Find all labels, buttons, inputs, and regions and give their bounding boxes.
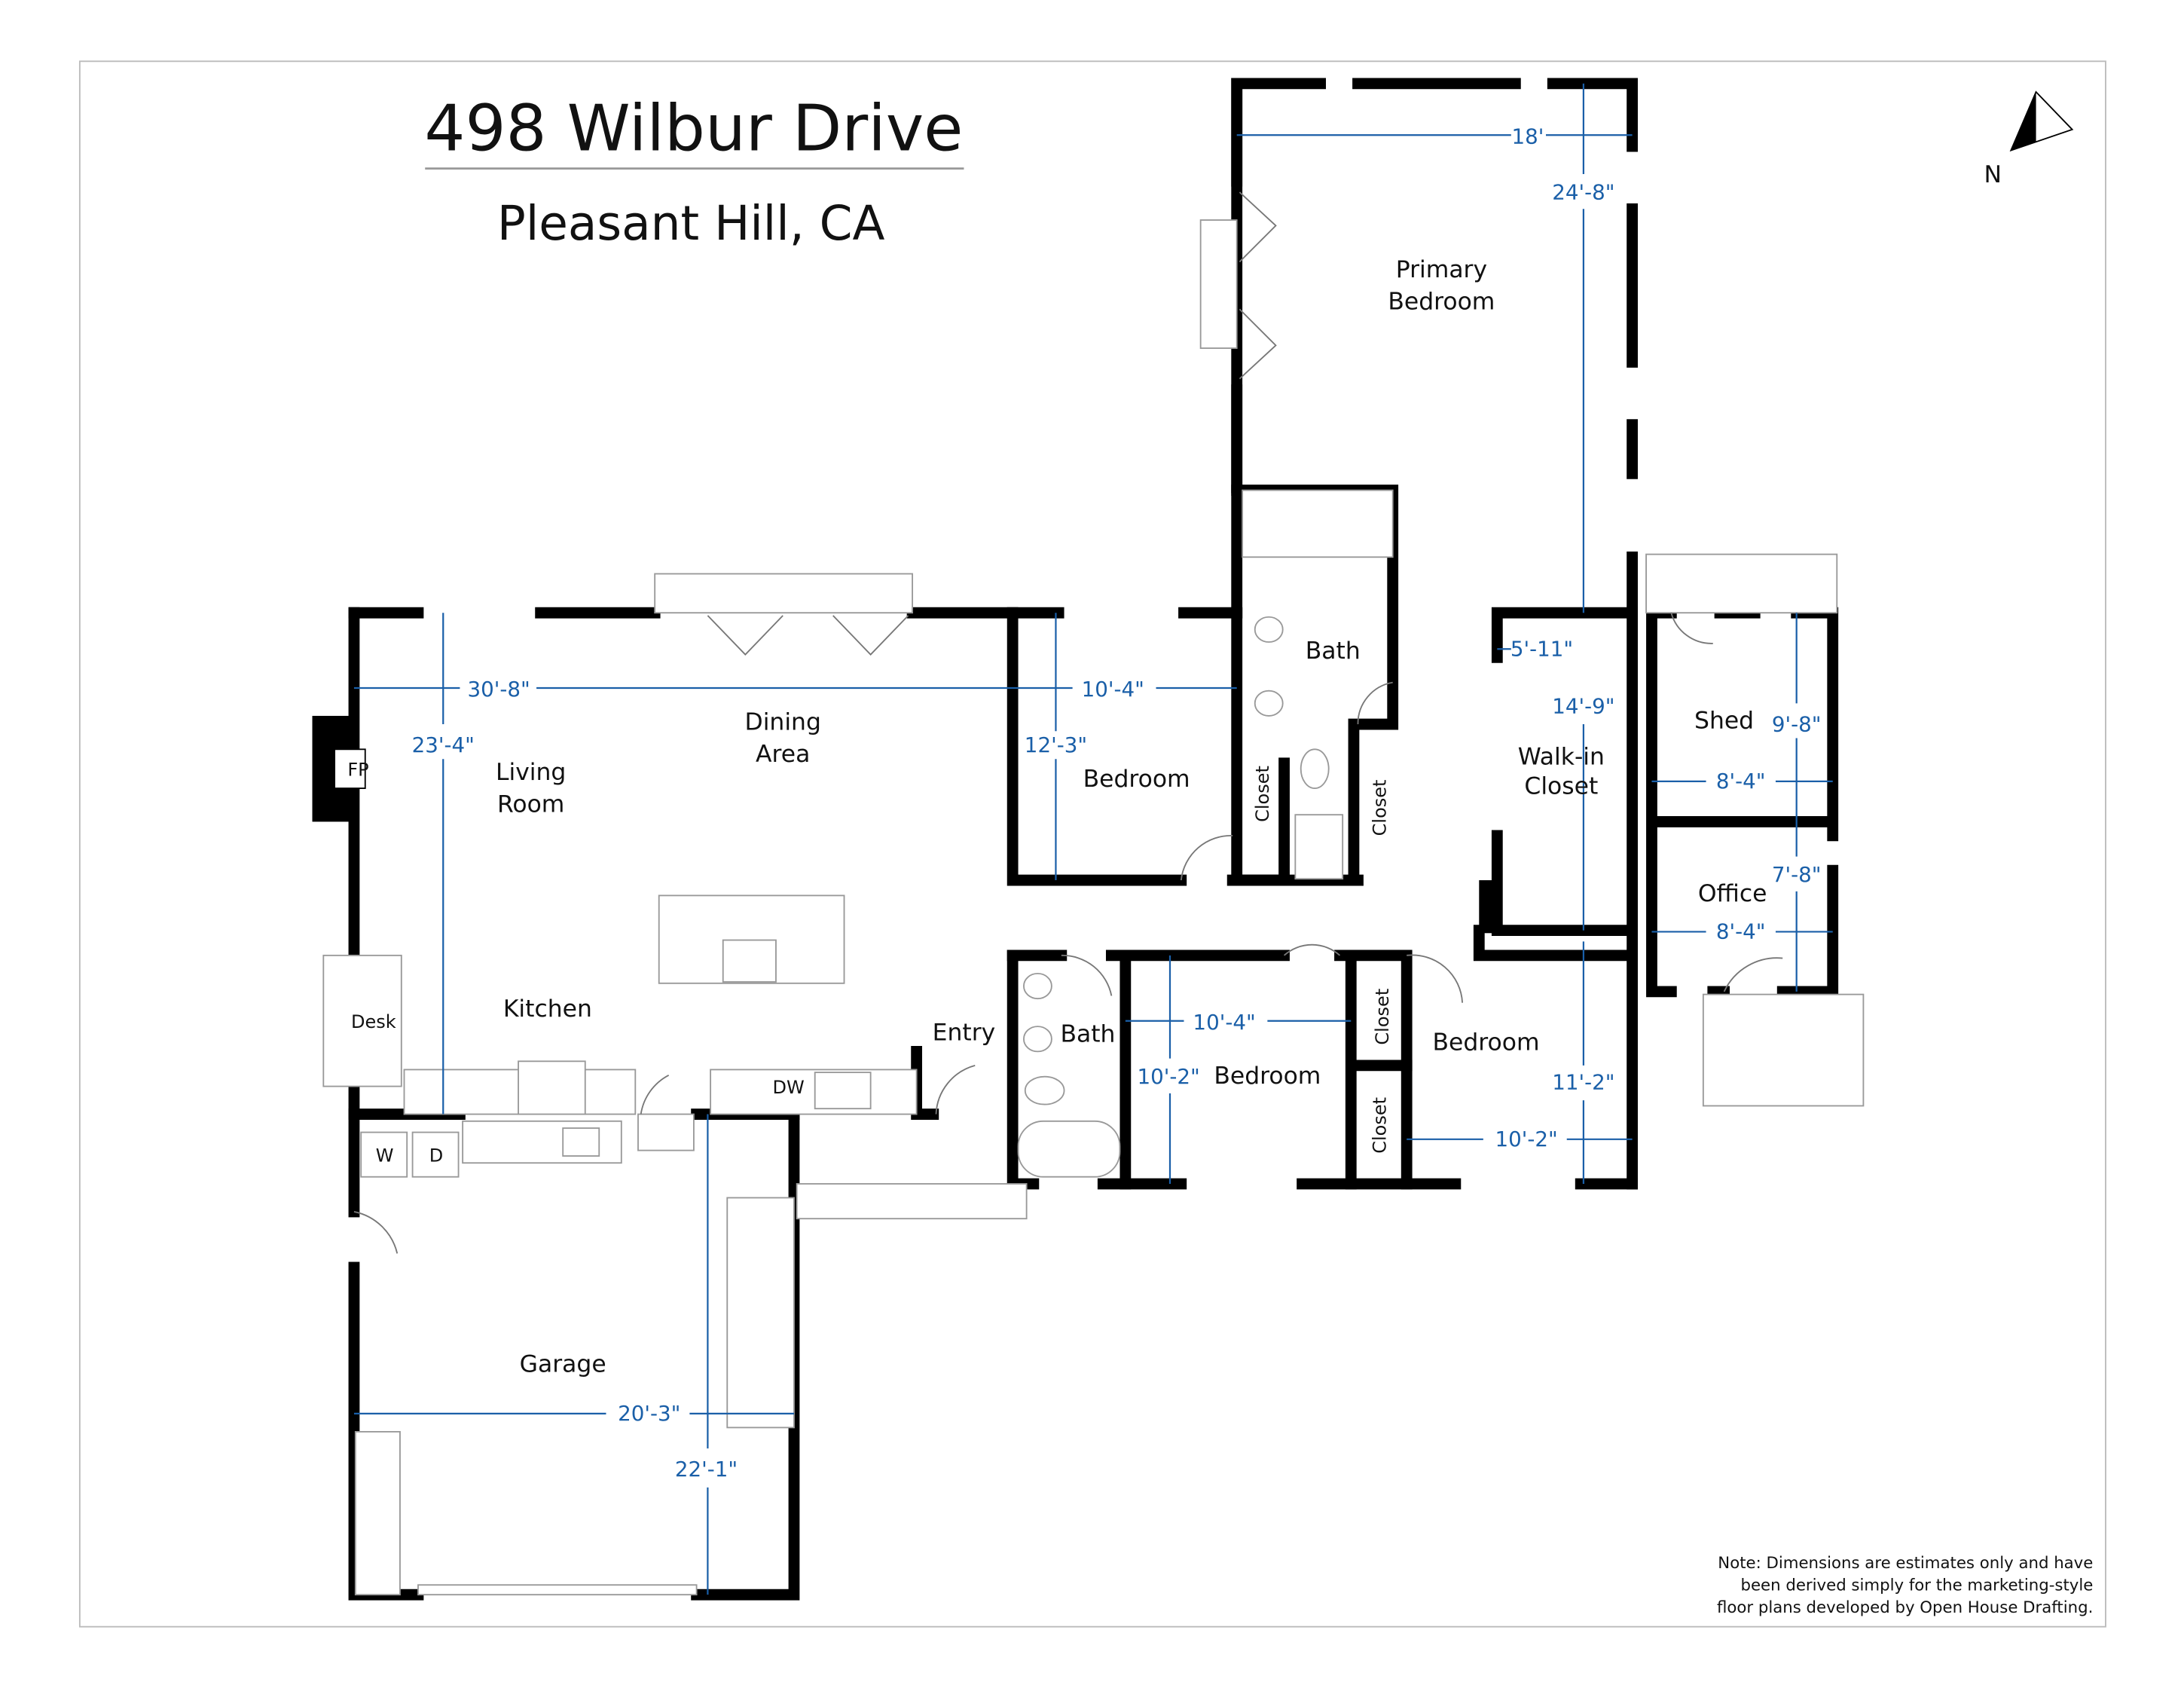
- svg-text:N: N: [1984, 161, 2002, 188]
- dim-garage-width: 20'-3": [618, 1401, 680, 1426]
- dim-garage-length: 22'-1": [675, 1457, 738, 1482]
- room-walkin-closet: Walk-in: [1518, 744, 1605, 771]
- dim-walkin-length: 14'-9": [1552, 693, 1614, 718]
- north-arrow-icon: N: [1984, 90, 2074, 188]
- room-living-2: Room: [497, 790, 564, 818]
- room-shed: Shed: [1694, 708, 1754, 735]
- page-border: [78, 60, 2106, 1628]
- svg-text:floor plans developed by Open: floor plans developed by Open House Draf…: [1717, 1598, 2093, 1617]
- dim-living-width: 30'-8": [468, 677, 530, 702]
- room-bedroom-3: Bedroom: [1433, 1029, 1540, 1057]
- dimension-lines: [353, 83, 1833, 1595]
- room-primary-bedroom-2: Bedroom: [1388, 288, 1495, 315]
- dim-walkin-width: 5'-11": [1510, 636, 1573, 661]
- dim-bedroom3-length: 11'-2": [1552, 1069, 1614, 1094]
- room-kitchen: Kitchen: [503, 995, 592, 1023]
- dim-bedroom2-length: 10'-2": [1138, 1064, 1200, 1089]
- dishwasher-label: DW: [772, 1077, 804, 1098]
- room-labels: Primary Bedroom Bath Walk-in Closet Shed…: [347, 256, 1767, 1378]
- dryer-label: D: [429, 1145, 444, 1166]
- room-living: Living: [496, 759, 566, 786]
- room-bedroom-1: Bedroom: [1083, 766, 1190, 793]
- svg-text:Note: Dimensions are estimates: Note: Dimensions are estimates only and …: [1718, 1554, 2093, 1573]
- dim-shed-width: 8'-4": [1716, 769, 1766, 794]
- fixtures: [322, 191, 1865, 1596]
- page-title: 498 Wilbur Drive: [424, 92, 963, 167]
- room-closet-4: Closet: [1369, 1097, 1390, 1154]
- room-garage: Garage: [520, 1350, 606, 1378]
- dim-bedroom2-width: 10'-4": [1193, 1010, 1255, 1035]
- dim-bedroom1-length: 12'-3": [1025, 732, 1087, 757]
- page-subtitle: Pleasant Hill, CA: [497, 196, 885, 251]
- dim-primary-length: 24'-8": [1552, 179, 1614, 204]
- dim-bedroom3-width: 10'-2": [1495, 1127, 1557, 1151]
- room-bedroom-2: Bedroom: [1214, 1063, 1321, 1090]
- dim-office-width: 8'-4": [1716, 919, 1766, 944]
- room-desk: Desk: [351, 1011, 396, 1032]
- washer-label: W: [376, 1145, 394, 1166]
- room-entry: Entry: [933, 1020, 996, 1047]
- dimension-labels: 18' 24'-8" 5'-11" 14'-9" 9'-8" 8'-4" 7'-…: [412, 124, 1822, 1482]
- room-primary-bedroom: Primary: [1396, 256, 1487, 283]
- room-dining-2: Area: [756, 741, 810, 768]
- dim-primary-width: 18': [1512, 124, 1544, 148]
- room-closet-3: Closet: [1372, 989, 1393, 1045]
- fireplace-label: FP: [347, 759, 368, 780]
- room-closet-1: Closet: [1252, 766, 1273, 822]
- room-office: Office: [1698, 880, 1767, 907]
- room-bath-hall: Bath: [1060, 1020, 1115, 1047]
- room-bath-primary: Bath: [1306, 638, 1361, 665]
- dim-bedroom1-width: 10'-4": [1082, 677, 1144, 702]
- svg-text:been derived simply for the ma: been derived simply for the marketing-st…: [1740, 1576, 2093, 1595]
- dim-shed-length: 9'-8": [1772, 711, 1822, 736]
- dim-office-length: 7'-8": [1772, 862, 1822, 887]
- room-closet-2: Closet: [1369, 780, 1390, 836]
- room-dining: Dining: [745, 708, 821, 735]
- dim-living-length: 23'-4": [412, 732, 475, 757]
- disclaimer-note: Note: Dimensions are estimates only and …: [1717, 1554, 2093, 1617]
- room-walkin-closet-2: Closet: [1524, 772, 1598, 800]
